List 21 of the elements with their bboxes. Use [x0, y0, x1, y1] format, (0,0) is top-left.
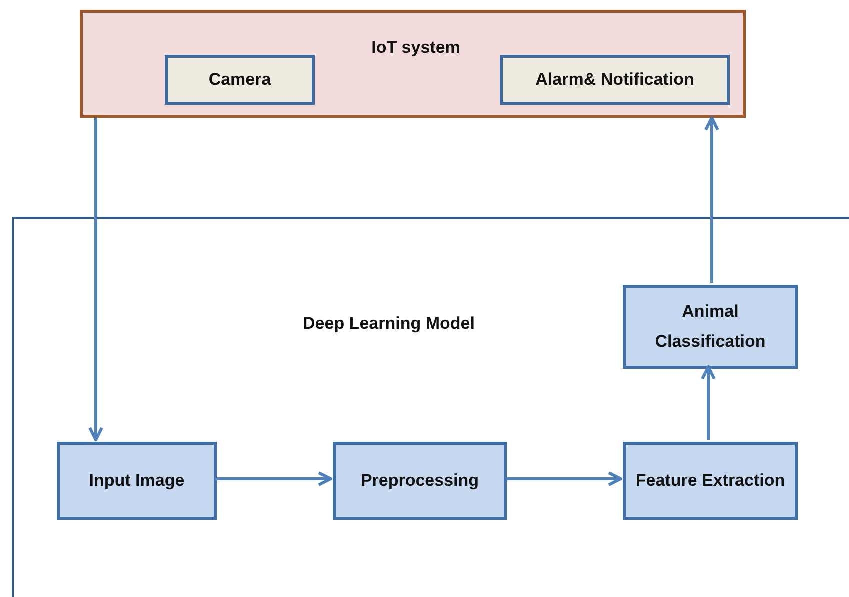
node-label: Camera [208, 69, 272, 91]
system-panel [80, 10, 746, 118]
arrow [215, 472, 332, 486]
node-label: Preprocessing [360, 470, 480, 492]
component-box [165, 55, 315, 105]
arrow [701, 366, 716, 440]
component-box [500, 55, 730, 105]
group-title: Deep Learning Model [302, 313, 476, 335]
group-title: IoT system [370, 37, 462, 59]
arrow [505, 472, 622, 486]
node-label: Animal Classification [654, 301, 767, 353]
arrow [88, 118, 104, 442]
model-frame [12, 217, 849, 597]
process-box [623, 442, 798, 520]
process-box [333, 442, 507, 520]
arrow [704, 116, 720, 283]
node-label: Input Image [88, 470, 186, 492]
node-label: Alarm& Notification [534, 69, 696, 91]
process-box [57, 442, 217, 520]
node-label: Feature Extraction [634, 470, 786, 492]
process-box [623, 285, 798, 369]
